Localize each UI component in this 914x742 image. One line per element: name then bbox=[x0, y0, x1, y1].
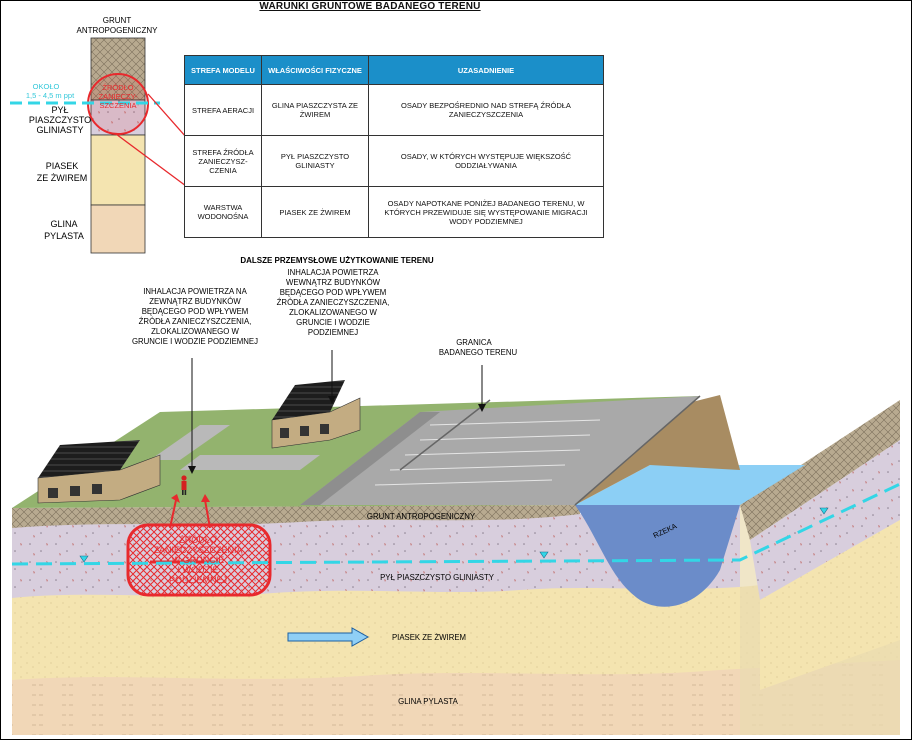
inhal-inside-line1: INHALACJA POWIETRZA bbox=[288, 268, 380, 277]
col-header-justification: UZASADNIENIE bbox=[368, 55, 604, 85]
section-right-fill bbox=[740, 400, 900, 540]
inhal-inside-line6: GRUNCIE I WODZIE bbox=[296, 318, 370, 327]
cell-zone: STREFA ŹRÓDŁA ZANIECZYSZ- CZENIA bbox=[184, 135, 262, 187]
inhal-outside-line5: ZLOKALIZOWANEGO W bbox=[151, 327, 239, 336]
building-right bbox=[271, 380, 361, 449]
parking-edge bbox=[300, 412, 440, 505]
soil-zone-table: STREFA MODELU WŁAŚCIWOŚCI FIZYCZNE UZASA… bbox=[184, 55, 604, 238]
inhal-outside-line4: ŹRÓDŁA ZANIECZYSZCZENIA, bbox=[139, 317, 252, 326]
link-line-upper bbox=[147, 93, 187, 138]
vapour-arrowhead-right bbox=[201, 494, 210, 502]
section-right-sand bbox=[760, 520, 900, 690]
column-source-line2: ZANIECZY- bbox=[99, 92, 138, 101]
source-line5: PODZIEMNEJ bbox=[169, 575, 227, 585]
callout-inhal-inside: INHALACJA POWIETRZA WEWNĄTRZ BUDYNKÓW BĘ… bbox=[277, 268, 390, 337]
col-header-zone: STREFA MODELU bbox=[184, 55, 262, 85]
road-segment-b bbox=[180, 455, 320, 470]
table-row: STREFA AERACJI GLINA PIASZCZYSTA ZE ŻWIR… bbox=[184, 84, 604, 136]
boundary-fence-east bbox=[574, 395, 701, 506]
table-header-row: STREFA MODELU WŁAŚCIWOŚCI FIZYCZNE UZASA… bbox=[184, 55, 604, 85]
column-header-line2: ANTROPOGENICZNY bbox=[77, 26, 159, 35]
column-sand-line2: ZE ŻWIREM bbox=[37, 173, 88, 183]
vapour-arrow-right bbox=[204, 499, 211, 529]
column-clay-line1: GLINA bbox=[50, 219, 77, 229]
table-row: STREFA ŹRÓDŁA ZANIECZYSZ- CZENIA PYŁ PIA… bbox=[184, 135, 604, 187]
groundwater-flow-arrow bbox=[287, 627, 370, 647]
layer-label-silt: PYŁ PIASZCZYSTO GLINIASTY bbox=[380, 573, 495, 582]
inhal-inside-line5: ZLOKALIZOWANEGO W bbox=[289, 308, 377, 317]
road-segment-a bbox=[150, 425, 230, 460]
column-sand-line1: PIASEK bbox=[46, 161, 79, 171]
water-table-marker-right bbox=[819, 507, 829, 515]
inhal-inside-line7: PODZIEMNEJ bbox=[308, 328, 358, 337]
boundary-fence bbox=[399, 399, 491, 471]
cell-properties: GLINA PIASZCZYSTA ZE ŻWIREM bbox=[261, 84, 369, 136]
inhal-outside-line1: INHALACJA POWIETRZA NA bbox=[143, 287, 247, 296]
inhal-outside-line3: BĘDĄCEGO POD WPŁYWEM bbox=[142, 307, 249, 316]
water-table-marker-left bbox=[79, 555, 89, 563]
column-source-line1: ŹRÓDŁO bbox=[102, 83, 133, 92]
inhal-inside-line2: WEWNĄTRZ BUDYNKÓW bbox=[286, 278, 381, 287]
cross-section bbox=[11, 350, 901, 735]
callout-boundary: GRANICA BADANEGO TERENU bbox=[439, 338, 518, 357]
column-sand-layer bbox=[90, 134, 146, 206]
page-title: WARUNKI GRUNTOWE BADANEGO TERENU bbox=[259, 1, 481, 12]
vapour-arrowhead-left bbox=[171, 494, 180, 503]
water-table-line bbox=[11, 482, 901, 566]
inhal-inside-line3: BĘDĄCEGO POD WPŁYWEM bbox=[280, 288, 387, 297]
water-table-marker-mid bbox=[539, 551, 549, 559]
col-header-properties: WŁAŚCIWOŚCI FIZYCZNE bbox=[261, 55, 369, 85]
column-fill-layer bbox=[90, 37, 146, 101]
column-silt-line3: GLINIASTY bbox=[36, 125, 83, 135]
source-line3: W GRUNCIE bbox=[172, 555, 225, 565]
layer-label-fill: GRUNT ANTROPOGENICZNY bbox=[367, 512, 476, 521]
column-silt-line1: PYŁ bbox=[51, 105, 68, 115]
callout-inhal-outside: INHALACJA POWIETRZA NA ZEWNĄTRZ BUDYNKÓW… bbox=[132, 287, 258, 346]
column-source-line3: SZCZENIA bbox=[99, 101, 136, 110]
section-clay-layer bbox=[12, 660, 900, 735]
column-clay-line2: PYLASTA bbox=[44, 231, 84, 241]
scene-subtitle: DALSZE PRZEMYSŁOWE UŻYTKOWANIE TERENU bbox=[240, 256, 434, 265]
cell-properties: PIASEK ZE ŻWIREM bbox=[261, 186, 369, 238]
table-row: WARSTWA WODONOŚNA PIASEK ZE ŻWIREM OSADY… bbox=[184, 186, 604, 238]
source-label: ŹRÓDŁO ZANIECZYSZCZENIA W GRUNCIE I WODZ… bbox=[153, 535, 242, 585]
person-figure bbox=[181, 475, 187, 495]
boundary-line2: BADANEGO TERENU bbox=[439, 348, 518, 357]
cell-justification: OSADY, W KTÓRYCH WYSTĘPUJE WIĘKSZOŚĆ ODD… bbox=[368, 135, 604, 187]
column-clay-layer bbox=[90, 204, 146, 254]
soil-column: GRUNT ANTROPOGENICZNY OKOŁO 1,5 - 4,5 m … bbox=[10, 16, 187, 254]
column-silt-line2: PIASZCZYSTO bbox=[29, 115, 91, 125]
column-header-line1: GRUNT bbox=[103, 16, 132, 25]
layer-label-clay: GLINA PYLASTA bbox=[398, 697, 458, 706]
source-line2: ZANIECZYSZCZENIA bbox=[153, 545, 242, 555]
inhal-inside-line4: ŹRÓDŁA ZANIECZYSZCZENIA, bbox=[277, 298, 390, 307]
inhal-outside-line6: GRUNCIE I WODZIE PODZIEMNEJ bbox=[132, 337, 258, 346]
inhal-outside-line2: ZEWNĄTRZ BUDYNKÓW bbox=[149, 297, 241, 306]
contamination-source-zone bbox=[126, 523, 272, 597]
water-level-label-line2: 1,5 - 4,5 m ppt bbox=[26, 91, 75, 100]
cell-zone: STREFA AERACJI bbox=[184, 84, 262, 136]
source-line4: I WODZIE bbox=[178, 565, 219, 575]
river-surface bbox=[575, 465, 805, 505]
cell-justification: OSADY BEZPOŚREDNIO NAD STREFĄ ŹRÓDŁA ZAN… bbox=[368, 84, 604, 136]
source-line1: ŹRÓDŁO bbox=[179, 535, 217, 545]
building-left bbox=[37, 440, 161, 504]
cell-properties: PYŁ PIASZCZYSTO GLINIASTY bbox=[261, 135, 369, 187]
boundary-line1: GRANICA bbox=[456, 338, 492, 347]
link-line-lower bbox=[115, 133, 187, 187]
water-level-label-line1: OKOŁO bbox=[33, 82, 60, 91]
cell-justification: OSADY NAPOTKANE PONIŻEJ BADANEGO TERENU,… bbox=[368, 186, 604, 238]
river-channel bbox=[575, 505, 740, 607]
layer-label-sand: PIASEK ZE ŻWIREM bbox=[392, 633, 466, 642]
vapour-arrow-left bbox=[169, 499, 177, 529]
cell-zone: WARSTWA WODONOŚNA bbox=[184, 186, 262, 238]
parking-lot bbox=[300, 396, 700, 505]
river-embankment bbox=[575, 395, 740, 505]
